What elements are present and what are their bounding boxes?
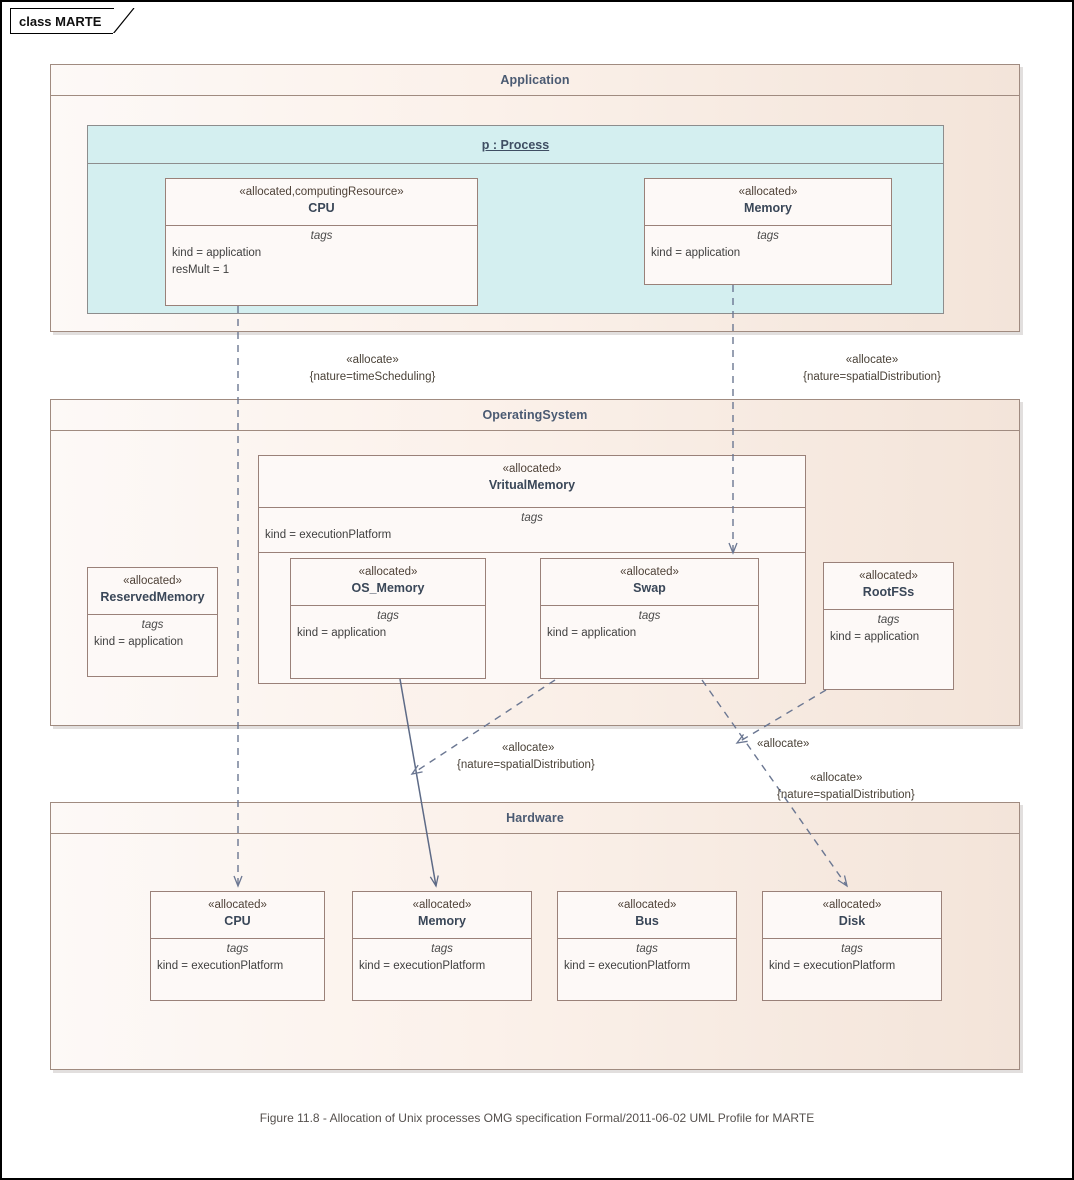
- box-os-reserved-memory-tags-label: tags: [141, 619, 164, 631]
- box-hw-cpu-stereotype: «allocated»: [208, 899, 267, 911]
- box-os-rootfss-body: tags kind = application: [824, 610, 953, 646]
- box-app-cpu-tag-0: kind = application: [172, 247, 262, 259]
- box-hw-memory-header: «allocated» Memory: [353, 892, 531, 939]
- box-os-swap-tag-0: kind = application: [547, 627, 637, 639]
- edge-label-swap-to-hw-disk: «allocate» {nature=spatialDistribution}: [777, 770, 1037, 804]
- box-app-memory-tags-label: tags: [757, 230, 779, 242]
- box-hw-memory-tag-0: kind = executionPlatform: [359, 960, 486, 972]
- box-app-cpu-tags-label: tags: [310, 230, 333, 242]
- box-os-virtual-memory-stereotype: «allocated»: [502, 463, 562, 475]
- box-os-swap-tags-label: tags: [638, 610, 661, 622]
- edge-label-rootfss-to-virtual-memory: «allocate»: [757, 736, 887, 753]
- box-os-virtual-memory-header: «allocated» VritualMemory: [259, 456, 805, 508]
- edge-label-swap-to-hw-disk-constraint: {nature=spatialDistribution}: [777, 789, 915, 801]
- box-hw-disk-body: tags kind = executionPlatform: [763, 939, 941, 975]
- box-hw-cpu-header: «allocated» CPU: [151, 892, 324, 939]
- box-os-swap[interactable]: «allocated» Swap tags kind = application: [540, 558, 759, 679]
- box-os-virtual-memory-tags-label: tags: [521, 512, 543, 524]
- frame-operating-system-title: OperatingSystem: [51, 400, 1019, 431]
- box-hw-disk-stereotype: «allocated»: [822, 899, 882, 911]
- box-app-cpu-body: tags kind = application resMult = 1: [166, 226, 477, 279]
- box-app-cpu-name: CPU: [308, 201, 335, 215]
- box-os-os-memory-tags-label: tags: [377, 610, 399, 622]
- figure-caption: Figure 11.8 - Allocation of Unix process…: [259, 1111, 815, 1125]
- box-os-rootfss-tag-0: kind = application: [830, 631, 920, 643]
- box-hw-cpu[interactable]: «allocated» CPU tags kind = executionPla…: [150, 891, 325, 1001]
- instance-p-process-title: p : Process: [88, 126, 943, 164]
- diagram-tab-corner: [113, 8, 135, 34]
- box-app-memory[interactable]: «allocated» Memory tags kind = applicati…: [644, 178, 892, 285]
- box-os-virtual-memory-tag-0: kind = executionPlatform: [265, 529, 392, 541]
- box-hw-bus-name: Bus: [635, 914, 659, 928]
- frame-hardware-title: Hardware: [51, 803, 1019, 834]
- edge-label-cpu-to-hw-cpu: «allocate» {nature=timeScheduling}: [250, 352, 495, 386]
- edge-label-cpu-to-hw-cpu-stereotype: «allocate»: [346, 354, 399, 366]
- box-os-swap-header: «allocated» Swap: [541, 559, 758, 606]
- box-app-cpu-header: «allocated,computingResource» CPU: [166, 179, 477, 226]
- box-hw-disk-tags-label: tags: [841, 943, 863, 955]
- box-os-rootfss-header: «allocated» RootFSs: [824, 563, 953, 610]
- edge-label-memory-to-swap: «allocate» {nature=spatialDistribution}: [747, 352, 997, 386]
- edge-label-rootfss-to-virtual-memory-stereotype: «allocate»: [757, 738, 810, 750]
- box-hw-disk-name: Disk: [838, 914, 866, 928]
- box-os-reserved-memory-stereotype: «allocated»: [123, 575, 182, 587]
- box-os-rootfss-tags-label: tags: [877, 614, 900, 626]
- box-hw-bus-tag-0: kind = executionPlatform: [564, 960, 691, 972]
- box-hw-cpu-name: CPU: [224, 914, 251, 928]
- box-hw-disk-tag-0: kind = executionPlatform: [769, 960, 896, 972]
- box-app-cpu-stereotype: «allocated,computingResource»: [239, 186, 404, 198]
- box-os-swap-name: Swap: [633, 581, 666, 595]
- box-hw-bus-header: «allocated» Bus: [558, 892, 736, 939]
- edge-label-memory-to-swap-stereotype: «allocate»: [845, 354, 899, 366]
- diagram-frame-label: class MARTE: [19, 13, 102, 29]
- box-os-reserved-memory[interactable]: «allocated» ReservedMemory tags kind = a…: [87, 567, 218, 677]
- box-hw-cpu-tags-label: tags: [226, 943, 249, 955]
- box-os-reserved-memory-body: tags kind = application: [88, 615, 217, 651]
- box-os-os-memory[interactable]: «allocated» OS_Memory tags kind = applic…: [290, 558, 486, 679]
- box-os-virtual-memory-name: VritualMemory: [488, 478, 576, 492]
- box-hw-cpu-tag-0: kind = executionPlatform: [157, 960, 284, 972]
- diagram-frame-tab: class MARTE: [10, 8, 114, 34]
- box-hw-disk[interactable]: «allocated» Disk tags kind = executionPl…: [762, 891, 942, 1001]
- box-hw-memory-name: Memory: [418, 914, 466, 928]
- edge-label-swap-to-hw-memory-stereotype: «allocate»: [502, 742, 555, 754]
- box-os-swap-body: tags kind = application: [541, 606, 758, 642]
- box-os-virtual-memory-body: tags kind = executionPlatform: [259, 508, 805, 553]
- box-os-os-memory-tag-0: kind = application: [297, 627, 387, 639]
- box-hw-memory-stereotype: «allocated»: [412, 899, 472, 911]
- box-app-memory-body: tags kind = application: [645, 226, 891, 262]
- box-os-rootfss-stereotype: «allocated»: [859, 570, 918, 582]
- box-app-cpu[interactable]: «allocated,computingResource» CPU tags k…: [165, 178, 478, 306]
- box-os-os-memory-stereotype: «allocated»: [358, 566, 418, 578]
- box-os-reserved-memory-header: «allocated» ReservedMemory: [88, 568, 217, 615]
- box-hw-bus-stereotype: «allocated»: [617, 899, 677, 911]
- box-os-swap-stereotype: «allocated»: [620, 566, 679, 578]
- box-app-memory-name: Memory: [744, 201, 792, 215]
- edge-label-swap-to-hw-disk-stereotype: «allocate»: [810, 772, 863, 784]
- frame-application-title: Application: [51, 65, 1019, 96]
- box-app-cpu-tag-1: resMult = 1: [172, 264, 230, 276]
- box-hw-bus[interactable]: «allocated» Bus tags kind = executionPla…: [557, 891, 737, 1001]
- box-hw-bus-body: tags kind = executionPlatform: [558, 939, 736, 975]
- box-os-rootfss[interactable]: «allocated» RootFSs tags kind = applicat…: [823, 562, 954, 690]
- edge-label-swap-to-hw-memory-constraint: {nature=spatialDistribution}: [457, 759, 595, 771]
- box-os-reserved-memory-tag-0: kind = application: [94, 636, 184, 648]
- box-os-rootfss-name: RootFSs: [862, 585, 915, 599]
- edge-label-cpu-to-hw-cpu-constraint: {nature=timeScheduling}: [309, 371, 436, 383]
- box-os-reserved-memory-name: ReservedMemory: [100, 590, 205, 604]
- edge-label-memory-to-swap-constraint: {nature=spatialDistribution}: [803, 371, 941, 383]
- box-hw-bus-tags-label: tags: [636, 943, 658, 955]
- box-hw-memory-tags-label: tags: [431, 943, 453, 955]
- box-os-os-memory-header: «allocated» OS_Memory: [291, 559, 485, 606]
- box-app-memory-tag-0: kind = application: [651, 247, 741, 259]
- box-app-memory-stereotype: «allocated»: [738, 186, 798, 198]
- box-hw-disk-header: «allocated» Disk: [763, 892, 941, 939]
- box-app-memory-header: «allocated» Memory: [645, 179, 891, 226]
- box-os-os-memory-body: tags kind = application: [291, 606, 485, 642]
- box-os-os-memory-name: OS_Memory: [351, 581, 425, 595]
- box-hw-memory-body: tags kind = executionPlatform: [353, 939, 531, 975]
- box-hw-memory[interactable]: «allocated» Memory tags kind = execution…: [352, 891, 532, 1001]
- box-hw-cpu-body: tags kind = executionPlatform: [151, 939, 324, 975]
- edge-label-swap-to-hw-memory: «allocate» {nature=spatialDistribution}: [457, 740, 777, 774]
